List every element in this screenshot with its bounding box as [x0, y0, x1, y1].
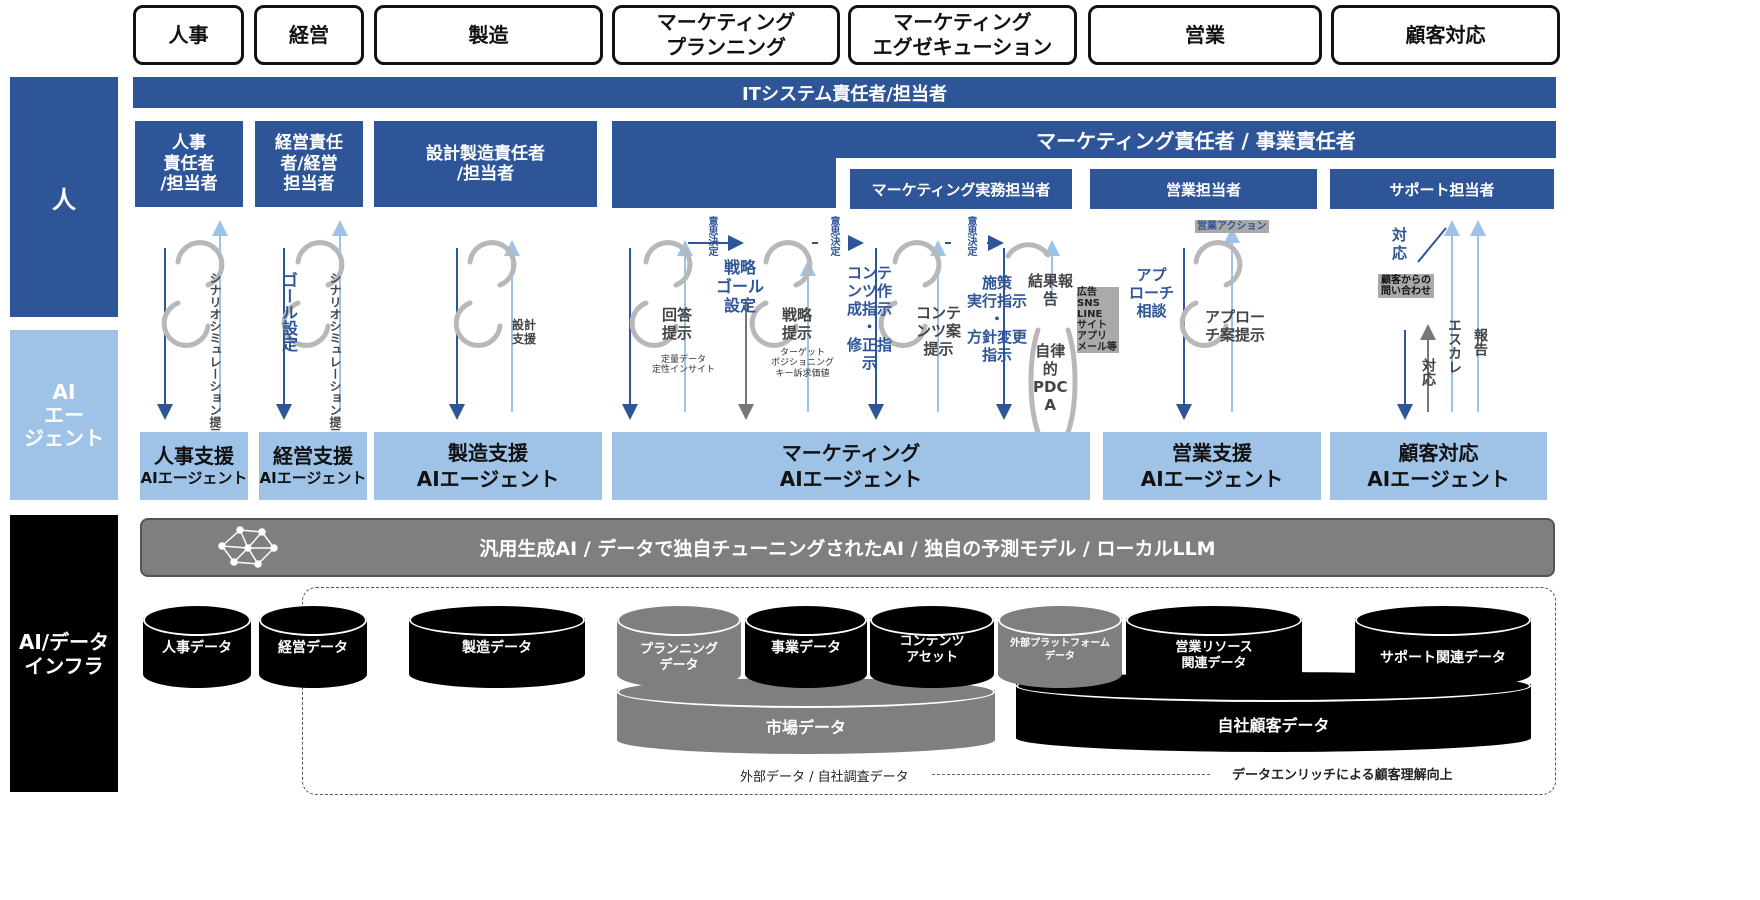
agent-support: 顧客対応 AIエージェント	[1330, 432, 1547, 500]
content-present-label: コンテ ンツ案 提示	[916, 304, 962, 358]
sidebar-ai-agent: AI エー ジェント	[10, 330, 118, 500]
role-marketing-staff: マーケティング実務担当者	[850, 169, 1072, 209]
inquiry-tag: 顧客からの 問い合わせ	[1378, 274, 1434, 298]
db-business-label: 事業データ	[771, 640, 841, 656]
answer-note: 定量データ 定性インサイト	[652, 355, 716, 376]
role-management: 経営責任 者/経営 担当者	[255, 121, 363, 207]
db-hr-label: 人事データ	[162, 640, 232, 656]
measure-label: 施策 実行指示 ・ 方針変更 指示	[967, 274, 1028, 364]
support-respond-top-label: 対 応	[1392, 226, 1408, 262]
role-sales-staff: 営業担当者	[1090, 169, 1317, 209]
report-label: 報告	[1472, 328, 1488, 356]
sidebar-infra: AI/データ インフラ	[10, 515, 118, 792]
db-planning-label: プランニング データ	[639, 642, 718, 674]
approach-label: アプ ローチ 相談	[1129, 266, 1175, 320]
role-manufacturing: 設計製造責任者 /担当者	[374, 121, 597, 207]
pdca-label: 自律 的 PDC A	[1033, 342, 1068, 414]
agent-marketing: マーケティング AIエージェント	[612, 432, 1090, 500]
agent-sales-title: 営業支援	[1172, 441, 1252, 465]
footer-enrich: データエンリッチによる顧客理解向上	[1232, 768, 1453, 783]
agent-mfg-title: 製造支援	[448, 441, 528, 465]
dept-customer-support: 顧客対応	[1331, 5, 1560, 65]
db-external-label: 外部プラットフォーム データ	[1010, 638, 1110, 662]
db-content-label: コンテンツ アセット	[899, 634, 965, 666]
agent-sales: 営業支援 AIエージェント	[1103, 432, 1321, 500]
db-planning: プランニング データ	[617, 604, 741, 688]
db-customer-label: 自社顧客データ	[1217, 716, 1330, 735]
agent-support-title: 顧客対応	[1398, 441, 1479, 465]
strategy-note: ターゲット ポジショニング キー訴求価値	[771, 348, 835, 379]
data-boundary	[302, 587, 1556, 795]
answer-label: 回答 提示	[662, 306, 693, 342]
agent-hr-sub: AIエージェント	[140, 469, 248, 488]
mgmt-scenario-label: シナリオシミュレーション提示	[328, 272, 342, 440]
agent-hr-title: 人事支援	[154, 444, 234, 469]
db-sales-resource: 営業リソース 関連データ	[1126, 604, 1302, 688]
it-system-bar: ITシステム責任者/担当者	[133, 77, 1556, 108]
decision-label-1: 意思決定	[706, 216, 717, 256]
agent-management: 経営支援 AIエージェント	[259, 432, 367, 500]
decision-label-2: 意思決定	[828, 216, 839, 256]
agent-mgmt-sub: AIエージェント	[259, 469, 367, 488]
dept-sales: 営業	[1088, 5, 1322, 65]
dept-marketing-planning: マーケティング プランニング	[612, 5, 840, 65]
db-support-label: サポート関連データ	[1380, 650, 1506, 666]
footer-external-data: 外部データ / 自社調査データ	[740, 770, 909, 785]
db-sales-label: 営業リソース 関連データ	[1175, 640, 1253, 672]
db-market: 市場データ	[617, 676, 995, 754]
db-customer: 自社顧客データ	[1016, 670, 1531, 752]
escalate-label: エスカレ	[1446, 318, 1462, 374]
db-mfg-label: 製造データ	[462, 640, 532, 656]
ai-infra-label: 汎用生成AI / データで独自チューニングされたAI / 独自の予測モデル / …	[479, 538, 1216, 560]
role-hr: 人事 責任者 /担当者	[135, 121, 243, 207]
mfg-support-label: 設計 支援	[512, 318, 537, 347]
agent-mgmt-title: 経営支援	[273, 444, 353, 469]
db-content: コンテンツ アセット	[870, 604, 994, 688]
mgmt-goal-label: ゴール設定	[279, 272, 298, 352]
agent-support-sub: AIエージェント	[1367, 467, 1510, 491]
role-marketing-label: マーケティング責任者 / 事業責任者	[1036, 129, 1356, 153]
sales-action-tag: 営業アクション	[1195, 220, 1269, 233]
agent-manufacturing: 製造支援 AIエージェント	[374, 432, 602, 500]
support-respond-label: 対応	[1420, 358, 1436, 386]
result-label: 結果報 告	[1028, 272, 1074, 308]
db-manufacturing: 製造データ	[409, 604, 585, 688]
db-support: サポート関連データ	[1355, 604, 1531, 688]
sidebar-people: 人	[10, 77, 118, 317]
ai-infra-bar: 汎用生成AI / データで独自チューニングされたAI / 独自の予測モデル / …	[140, 518, 1555, 577]
footer-divider	[932, 774, 1210, 775]
db-hr: 人事データ	[143, 604, 251, 688]
hr-scenario-label: シナリオシミュレーション提示	[208, 272, 222, 440]
role-support-staff: サポート担当者	[1330, 169, 1554, 209]
db-market-label: 市場データ	[765, 718, 846, 737]
dept-marketing-execution: マーケティング エグゼキューション	[848, 5, 1077, 65]
dept-manufacturing: 製造	[374, 5, 603, 65]
content-instruct-label: コンテ ンツ作 成指示 ・ 修正指 示	[847, 264, 893, 372]
decision-label-3: 意思決定	[965, 216, 976, 256]
strategy-goal-label: 戦略 ゴール 設定	[716, 258, 765, 316]
dept-hr: 人事	[133, 5, 244, 65]
network-icon	[218, 526, 278, 568]
db-mgmt-label: 経営データ	[278, 640, 348, 656]
role-marketing-band	[612, 121, 1556, 158]
agent-hr: 人事支援 AIエージェント	[140, 432, 248, 500]
agent-mkt-title: マーケティング	[781, 441, 921, 465]
agent-mfg-sub: AIエージェント	[416, 467, 560, 491]
agent-sales-sub: AIエージェント	[1140, 467, 1284, 491]
agent-mkt-sub: AIエージェント	[779, 467, 923, 491]
approach-present-label: アプロー チ案提示	[1205, 308, 1266, 344]
db-business: 事業データ	[745, 604, 867, 688]
db-external-platform: 外部プラットフォーム データ	[998, 604, 1122, 688]
role-marketing-block	[612, 158, 836, 208]
strategy-present-label: 戦略 提示	[782, 306, 813, 342]
db-management: 経営データ	[259, 604, 367, 688]
dept-management: 経営	[254, 5, 364, 65]
channels-tag: 広告 SNS LINE サイト アプリ メール等	[1077, 287, 1119, 353]
